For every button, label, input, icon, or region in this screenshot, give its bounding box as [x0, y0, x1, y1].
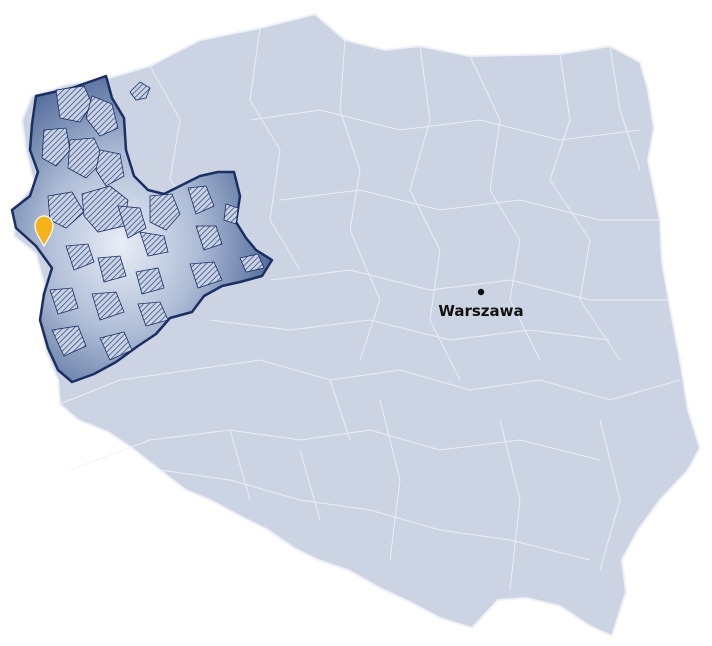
hatched-areas [41, 85, 265, 361]
city-label-warszawa: Warszawa [438, 302, 523, 320]
hatched-islet [129, 81, 151, 101]
city-dot-icon [477, 288, 485, 296]
map-pin-icon[interactable] [34, 215, 54, 248]
district-borders [59, 27, 681, 591]
